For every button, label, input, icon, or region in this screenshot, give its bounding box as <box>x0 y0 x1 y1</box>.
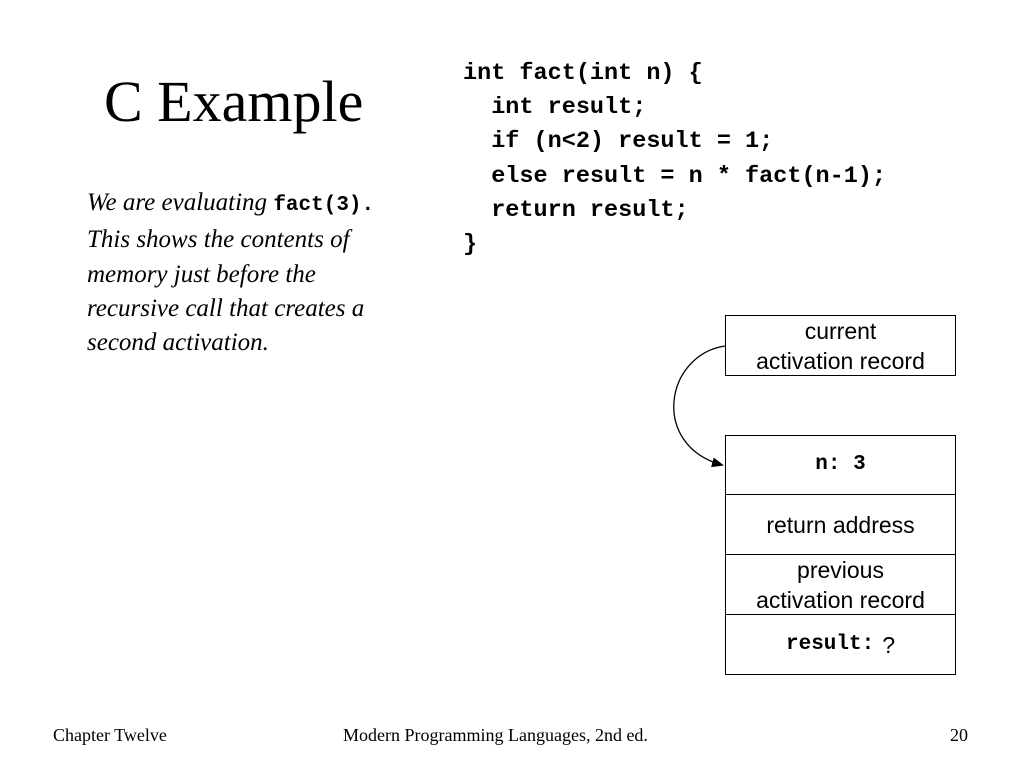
code-line: int fact(int n) { <box>463 60 703 87</box>
description-code: fact(3) <box>273 194 362 217</box>
code-line: if (n<2) result = 1; <box>463 128 774 156</box>
code-line: int result; <box>463 94 647 122</box>
description-code-suffix: . <box>361 194 375 217</box>
previous-activation-record-cell: previous activation record <box>725 555 956 615</box>
description-part1: We are evaluating <box>87 189 274 216</box>
return-address-cell: return address <box>725 495 956 555</box>
description-text: We are evaluating fact(3). This shows th… <box>87 186 397 360</box>
result-cell: result:? <box>725 615 956 675</box>
footer-chapter: Chapter Twelve <box>53 725 167 745</box>
return-address-label: return address <box>766 511 915 538</box>
param-n-value: n: 3 <box>815 453 866 476</box>
code-line: else result = n * fact(n-1); <box>463 162 887 190</box>
slide-title: C Example <box>104 69 364 134</box>
description-part2: This shows the contents of memory just b… <box>87 226 365 357</box>
previous-activation-record-label: previous activation record <box>756 556 925 613</box>
current-activation-record-label: current activation record <box>756 317 925 374</box>
param-n-cell: n: 3 <box>725 435 956 495</box>
code-block: int fact(int n) { int result; if (n<2) r… <box>463 57 886 262</box>
current-activation-record-box: current activation record <box>725 315 956 376</box>
code-line: } <box>463 231 478 259</box>
activation-record-stack: n: 3 return address previous activation … <box>725 435 956 675</box>
result-label: result: <box>785 632 875 656</box>
code-line: return result; <box>463 196 689 224</box>
footer-book-title: Modern Programming Languages, 2nd ed. <box>343 725 648 745</box>
footer-page-number: 20 <box>950 725 968 745</box>
result-value: ? <box>882 631 895 658</box>
